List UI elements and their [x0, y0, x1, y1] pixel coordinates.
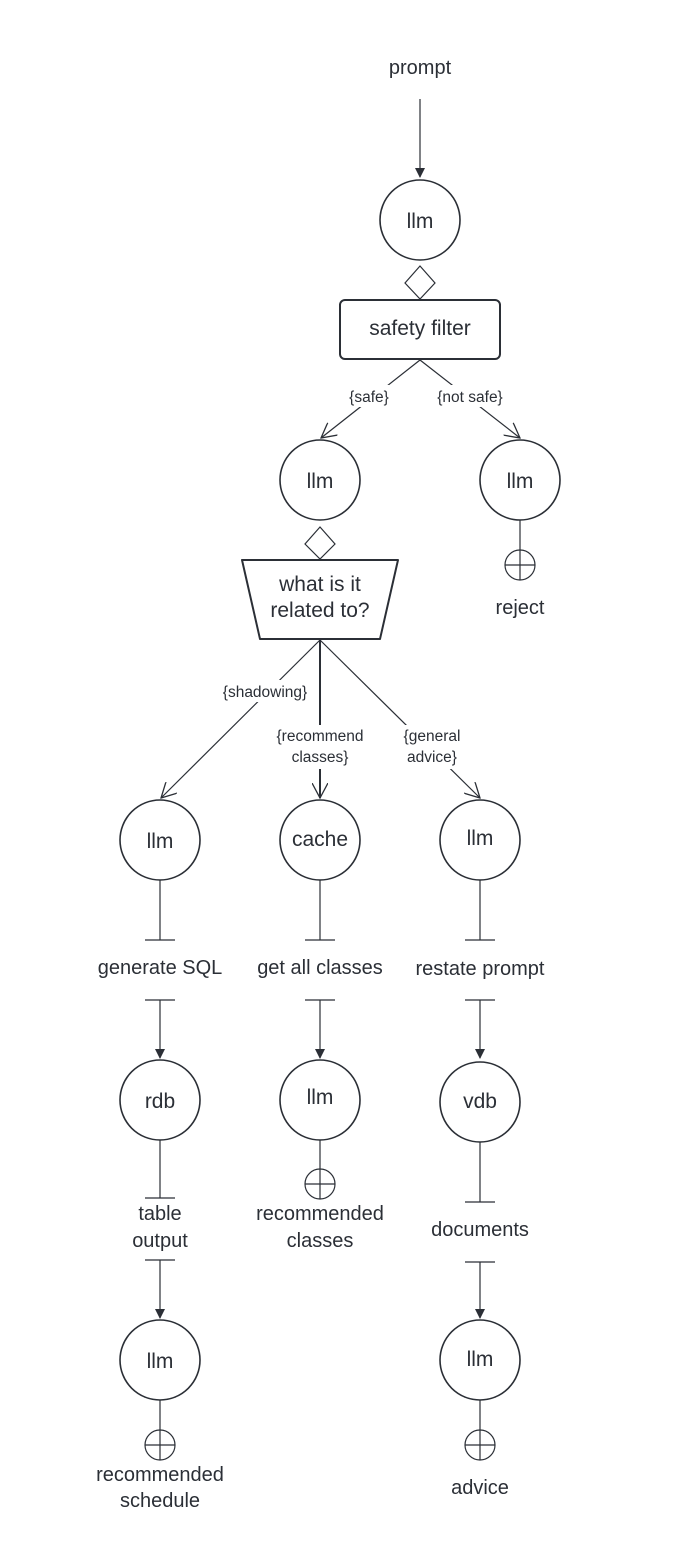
question-node: [241, 559, 399, 640]
safety-filter-node: [339, 299, 501, 360]
guard-shadowing: {shadowing}: [223, 684, 307, 701]
generate-sql-label: generate SQL: [98, 957, 223, 979]
question-label-line1: what is it: [278, 573, 361, 596]
reject-label: reject: [496, 597, 545, 619]
recommended-classes-label-line1: recommended: [256, 1203, 384, 1225]
llm-node-not-safe-label: llm: [507, 470, 534, 493]
table-output-label-line2: output: [132, 1230, 188, 1252]
diamond-connector-mid: [304, 526, 336, 560]
diamond-connector-top: [404, 265, 436, 300]
llm-node-classes-label: llm: [307, 1086, 334, 1109]
llm-node-top-label: llm: [407, 210, 434, 233]
guard-general-advice-line2: advice}: [407, 749, 457, 766]
guard-general-advice-line1: {general: [404, 728, 461, 745]
safety-filter-label: safety filter: [369, 317, 471, 340]
guard-not-safe: {not safe}: [437, 389, 503, 406]
general-advice-branch-arrow: [319, 639, 480, 798]
question-label-line2: related to?: [270, 599, 369, 622]
guard-recommend-classes-line2: classes}: [292, 749, 349, 766]
shadowing-branch-arrow: [161, 639, 321, 798]
vdb-node-label: vdb: [463, 1090, 497, 1113]
llm-node-schedule-label: llm: [147, 1350, 174, 1373]
llm-node-final-advice-label: llm: [467, 1348, 494, 1371]
table-output-label-line1: table: [138, 1203, 181, 1225]
get-all-classes-label: get all classes: [257, 957, 383, 979]
cache-node-label: cache: [292, 828, 348, 851]
recommended-schedule-label-line1: recommended: [96, 1464, 224, 1486]
llm-node-safe-label: llm: [307, 470, 334, 493]
guard-recommend-classes-line1: {recommend: [276, 728, 363, 745]
prompt-label: prompt: [389, 57, 452, 79]
recommended-schedule-label-line2: schedule: [120, 1490, 200, 1512]
llm-node-advice-label: llm: [467, 827, 494, 850]
llm-node-safe: [279, 439, 361, 521]
advice-label: advice: [451, 1477, 509, 1499]
rdb-node-label: rdb: [145, 1090, 175, 1113]
restate-prompt-label: restate prompt: [416, 958, 545, 980]
llm-node-top: [379, 179, 461, 261]
documents-label: documents: [431, 1219, 529, 1241]
recommended-classes-label-line2: classes: [287, 1230, 354, 1252]
llm-node-shadowing-label: llm: [147, 830, 174, 853]
guard-safe: {safe}: [349, 389, 389, 406]
